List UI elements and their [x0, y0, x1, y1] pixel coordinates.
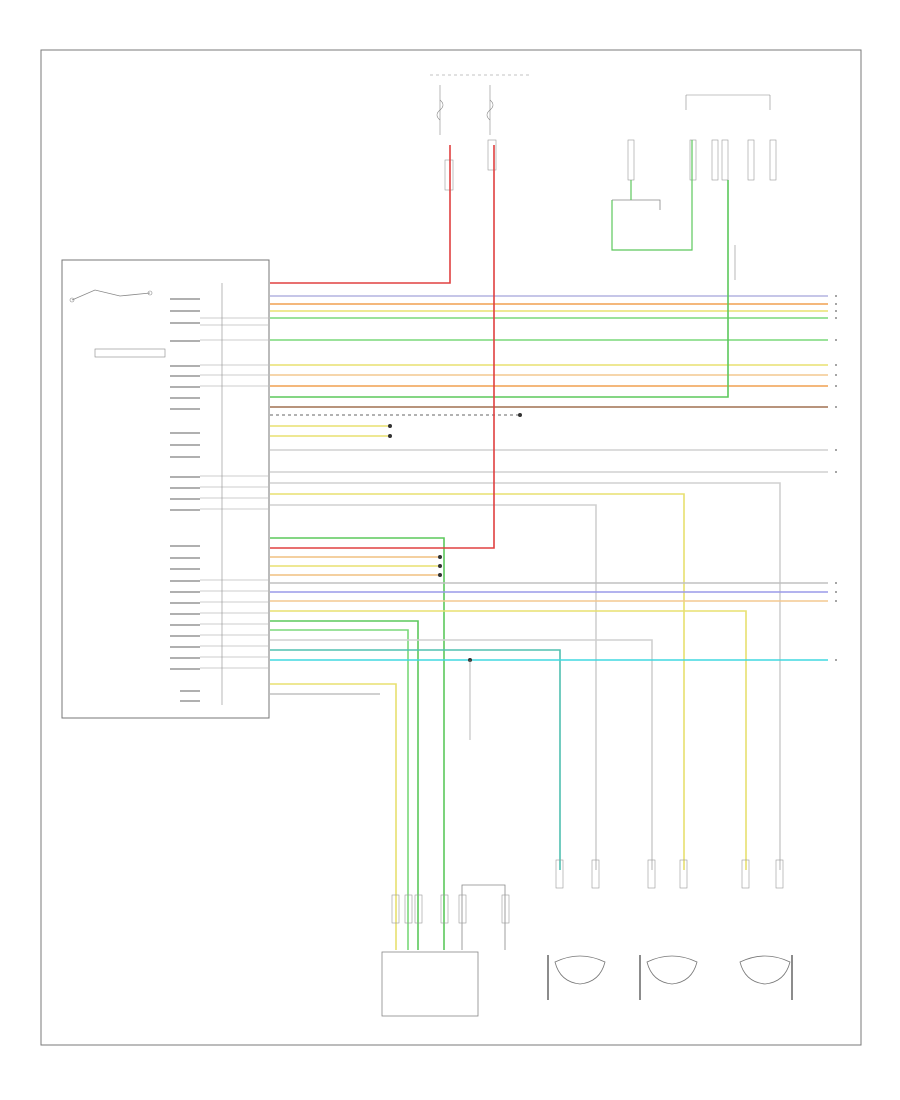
ebcm-module: [61, 259, 270, 719]
wire-gray-rr: [640, 482, 781, 870]
module-component-bar: [94, 348, 166, 358]
wire-green-yaw-2: [270, 620, 419, 950]
wire-yellow-yaw: [270, 683, 397, 950]
right-edge-connectors: [835, 295, 837, 661]
wire-gray-lf: [270, 504, 597, 870]
wire-green-brake: [270, 180, 729, 398]
splice-points: [388, 413, 522, 662]
diagram-frame: [40, 49, 862, 1046]
wire-red-feed: [270, 145, 451, 284]
top-right-connector: [611, 94, 777, 280]
wheel-sensors: [547, 859, 793, 1000]
right-rear-wheel-sensor: [739, 859, 793, 1000]
wire-yellow-rr: [270, 610, 747, 870]
wire-teal-lf: [270, 649, 561, 870]
wire-red-yaw: [270, 145, 495, 549]
switch-symbol: [71, 289, 151, 301]
yaw-sensor: [381, 660, 510, 1017]
left-rear-wheel-sensor: [639, 859, 698, 1000]
wire-green-yaw-1: [270, 537, 445, 950]
harness-wires: [270, 145, 828, 950]
left-front-wheel-sensor: [547, 859, 606, 1000]
wire-gray-lr: [270, 639, 653, 870]
fuse-block: [430, 74, 530, 191]
wire-green-yaw-3: [270, 629, 409, 950]
wire-yellow-lf: [270, 493, 685, 870]
